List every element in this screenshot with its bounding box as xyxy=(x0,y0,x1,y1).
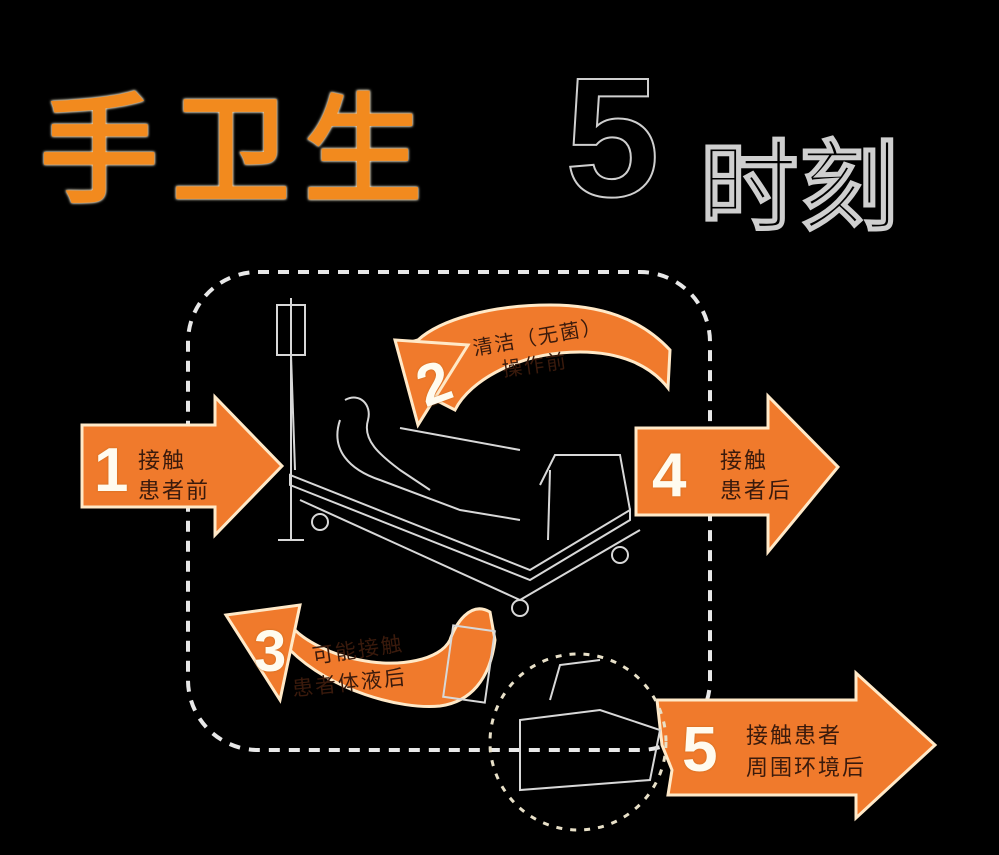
arrow-moment-4 xyxy=(634,392,841,557)
title-hand-hygiene: 手卫生 xyxy=(40,82,437,220)
drainage-bag-illustration xyxy=(442,624,496,704)
title-number-five: 5 xyxy=(564,42,661,234)
moment-4-number: 4 xyxy=(652,441,687,510)
moment-1-line2: 患者前 xyxy=(138,479,211,504)
title-moments: 时刻 xyxy=(699,130,901,246)
moment-5-line1: 接触患者 xyxy=(746,724,843,749)
patient-environment-circle xyxy=(488,652,668,832)
moment-5-line2: 周围环境后 xyxy=(746,756,867,781)
iv-stand-illustration xyxy=(276,298,306,541)
moment-3-number: 3 xyxy=(254,619,287,684)
moment-1-line1: 接触 xyxy=(138,449,187,474)
moment-5-number: 5 xyxy=(682,713,718,785)
moment-1-number: 1 xyxy=(94,436,129,505)
arrow-moment-2 xyxy=(397,303,672,413)
moment-4-line1: 接触 xyxy=(720,449,769,474)
arrow-moment-1 xyxy=(80,393,285,539)
moment-4-line2: 患者后 xyxy=(720,479,793,504)
hospital-bed-illustration xyxy=(289,396,641,617)
arrow-moment-5 xyxy=(655,669,938,822)
arrow-moment-3 xyxy=(288,607,497,708)
